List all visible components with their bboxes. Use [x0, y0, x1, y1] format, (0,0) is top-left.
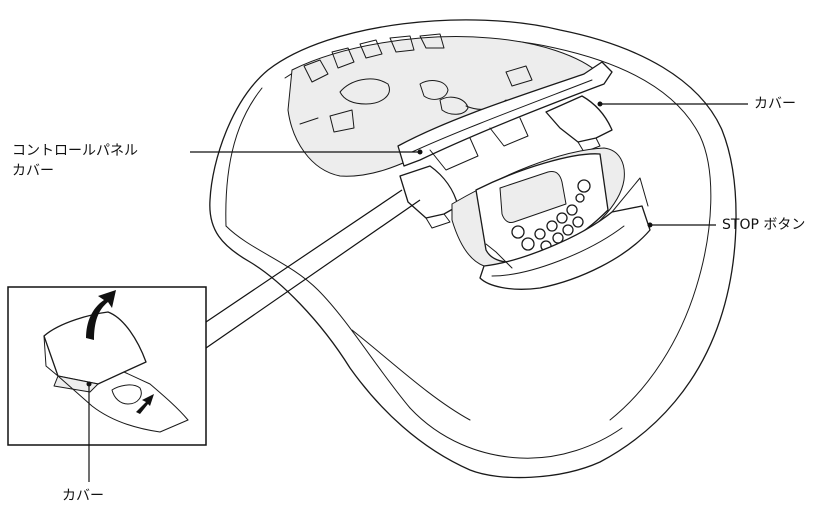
panel-keypad [511, 179, 591, 252]
panel-display [499, 171, 567, 223]
left-cover [399, 165, 459, 219]
label-control-panel-cover: コントロールパネル [12, 143, 138, 159]
mower-illustration [209, 19, 737, 479]
recess-internal-details [299, 33, 533, 133]
lift-arrow-icon [86, 290, 116, 340]
label-control-panel-cover-line2: カバー [12, 163, 54, 179]
label-stop-button: STOP ボタン [722, 217, 806, 233]
zoom-line-bottom [205, 199, 421, 349]
push-arrow-icon [136, 394, 154, 414]
label-cover-right: カバー [754, 96, 796, 112]
right-cover [545, 95, 613, 143]
stop-button-housing [479, 205, 651, 290]
detail-inset [7, 286, 207, 446]
zoom-line-top [205, 189, 403, 323]
detail-cover [43, 311, 147, 385]
label-cover-detail: カバー [62, 488, 104, 504]
